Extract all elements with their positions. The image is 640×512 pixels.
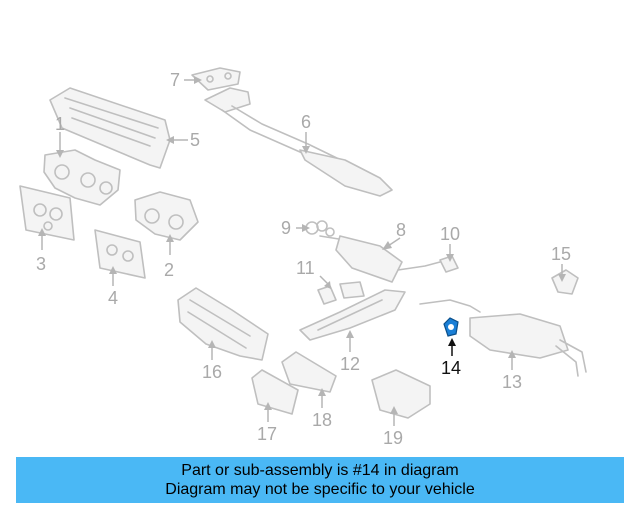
callout-8: 8 [396, 220, 406, 240]
part-14-hanger [443, 317, 459, 337]
part-1-manifold [43, 149, 121, 206]
part-16-heat-shield [177, 287, 269, 361]
callout-9: 9 [281, 218, 291, 238]
callout-15: 15 [551, 244, 571, 264]
callout-3: 3 [36, 254, 46, 274]
leader-lines [38, 76, 566, 426]
part-6-front-pipe [204, 87, 393, 197]
callout-2: 2 [164, 260, 174, 280]
callout-numbers: 1 2 3 4 5 6 7 8 9 10 11 12 13 14 15 16 1… [36, 70, 571, 448]
part-19-shield [371, 369, 431, 419]
part-15-bracket [551, 269, 579, 295]
callout-6: 6 [301, 112, 311, 132]
banner-line-disclaimer: Diagram may not be specific to your vehi… [165, 481, 475, 498]
callout-5: 5 [190, 130, 200, 150]
callout-12: 12 [340, 354, 360, 374]
part-2-manifold [134, 191, 199, 241]
banner-line-part-info: Part or sub-assembly is #14 in diagram [181, 462, 459, 479]
exhaust-parts-diagram: 1 2 3 4 5 6 7 8 9 10 11 12 13 14 15 16 1… [19, 67, 587, 448]
callout-7: 7 [170, 70, 180, 90]
part-8-middle-muffler [319, 235, 441, 283]
callout-14[interactable]: 14 [441, 358, 461, 378]
part-9-clamp [305, 220, 335, 237]
part-3-gasket [19, 185, 75, 241]
callout-1: 1 [55, 114, 65, 134]
callout-13: 13 [502, 372, 522, 392]
part-5-heat-shield [49, 87, 171, 169]
part-7-flange [191, 67, 241, 91]
callout-19: 19 [383, 428, 403, 448]
part-12-heat-shield [299, 289, 406, 341]
part-11-bracket [317, 281, 365, 305]
part-17-shield [251, 369, 299, 415]
part-13-rear-muffler [419, 299, 587, 377]
callout-18: 18 [312, 410, 332, 430]
callout-4: 4 [108, 288, 118, 308]
callout-16: 16 [202, 362, 222, 382]
callout-17: 17 [257, 424, 277, 444]
callout-11: 11 [296, 258, 315, 278]
part-4-gasket [94, 229, 146, 279]
info-banner: Part or sub-assembly is #14 in diagram D… [16, 457, 624, 503]
part-18-shield [281, 351, 337, 393]
callout-10: 10 [440, 224, 460, 244]
